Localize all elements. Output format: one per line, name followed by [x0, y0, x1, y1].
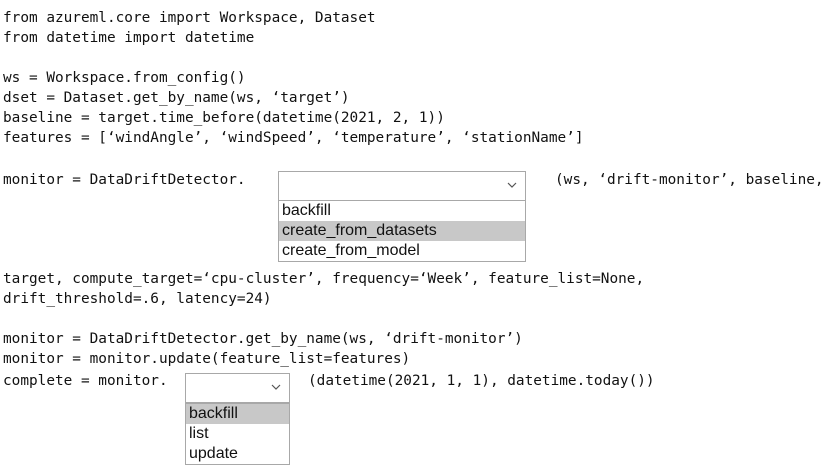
code-line-import-datetime: from datetime import datetime: [3, 30, 255, 46]
chevron-down-icon: [270, 380, 282, 392]
dropdown-1-option-create-from-datasets[interactable]: create_from_datasets: [279, 221, 525, 241]
code-line-baseline: baseline = target.time_before(datetime(2…: [3, 110, 445, 126]
method-dropdown-2[interactable]: [185, 373, 290, 403]
code-line-complete-prefix: complete = monitor.: [3, 373, 168, 389]
dropdown-2-options: backfill list update: [185, 403, 290, 465]
code-line-update: monitor = monitor.update(feature_list=fe…: [3, 351, 411, 367]
code-line-import-azureml: from azureml.core import Workspace, Data…: [3, 10, 376, 26]
code-line-complete-suffix: (datetime(2021, 1, 1), datetime.today()): [308, 373, 655, 389]
chevron-down-icon: [506, 178, 518, 190]
code-line-workspace: ws = Workspace.from_config(): [3, 70, 246, 86]
dropdown-1-option-create-from-model[interactable]: create_from_model: [282, 242, 420, 259]
code-line-target: target, compute_target=‘cpu-cluster’, fr…: [3, 271, 645, 287]
code-line-monitor-prefix: monitor = DataDriftDetector.: [3, 172, 246, 188]
code-line-features: features = [‘windAngle’, ‘windSpeed’, ‘t…: [3, 130, 584, 146]
dropdown-2-option-backfill[interactable]: backfill: [186, 404, 289, 424]
method-dropdown-1[interactable]: [278, 171, 526, 201]
code-line-get-by-name: monitor = DataDriftDetector.get_by_name(…: [3, 331, 523, 347]
dropdown-1-option-backfill[interactable]: backfill: [282, 202, 331, 219]
code-line-drift: drift_threshold=.6, latency=24): [3, 291, 272, 307]
code-line-dataset: dset = Dataset.get_by_name(ws, ‘target’): [3, 90, 350, 106]
code-line-monitor-suffix: (ws, ‘drift-monitor’, baseline,: [555, 172, 824, 188]
dropdown-2-option-list[interactable]: list: [189, 425, 209, 442]
dropdown-1-options: backfill create_from_datasets create_fro…: [278, 200, 526, 262]
dropdown-2-option-update[interactable]: update: [189, 445, 238, 462]
